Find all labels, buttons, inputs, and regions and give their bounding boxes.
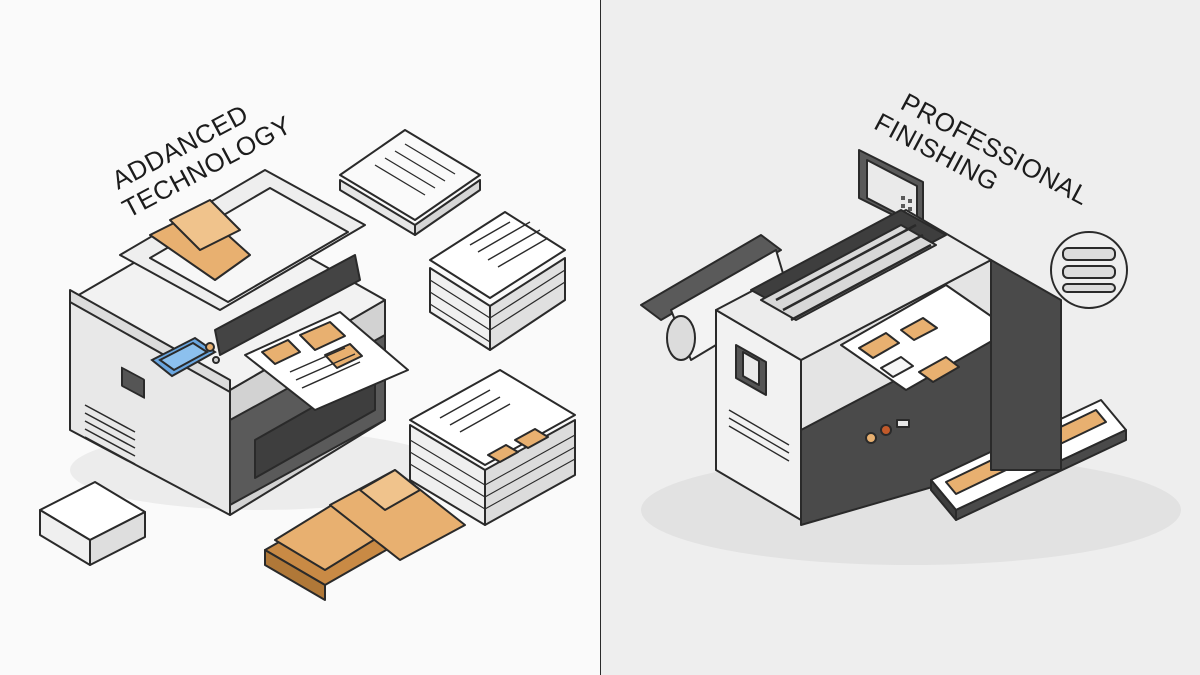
document-feeder [149, 199, 251, 281]
right-illustration: PROFESSIONAL FINISHING [640, 87, 1181, 565]
left-panel: ADDANCED TECHNOLOGY [39, 98, 576, 601]
panel-divider [600, 0, 602, 675]
screen-icon [150, 336, 220, 378]
rollers-icon [1050, 231, 1128, 309]
right-panel: PROFESSIONAL FINISHING [601, 0, 1200, 675]
folder-icon [264, 469, 466, 601]
paper-stack-icon [339, 129, 481, 236]
report-stack [409, 369, 576, 526]
blank-paper-stack [39, 481, 146, 566]
document-icon [429, 211, 566, 351]
printed-page [244, 311, 409, 411]
left-illustration: ADDANCED TECHNOLOGY [39, 98, 576, 601]
finishing-machine-icon [640, 209, 1127, 526]
